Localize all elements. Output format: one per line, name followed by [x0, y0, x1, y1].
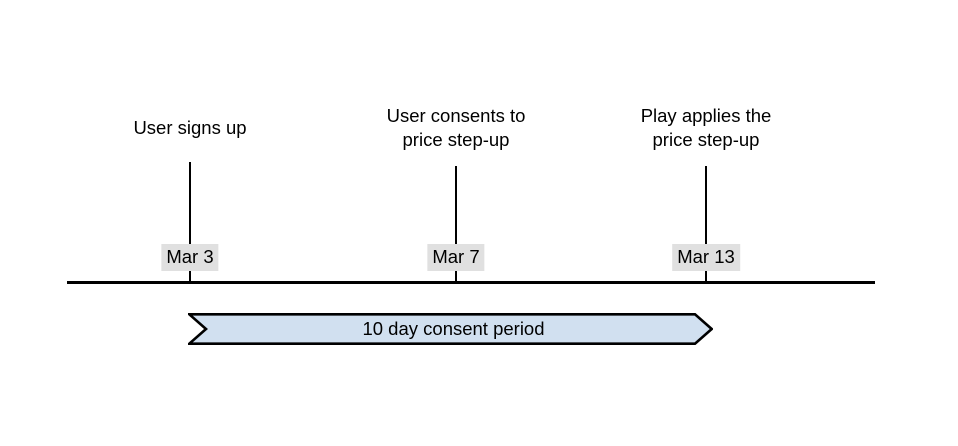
event-caption-consent: User consents to price step-up [387, 104, 526, 152]
event-caption-line: Play applies the [640, 105, 772, 126]
event-caption-line: User signs up [133, 117, 247, 138]
event-stem-consent [454, 166, 458, 282]
event-date-signup: Mar 3 [161, 244, 219, 271]
consent-period-banner[interactable]: 10 day consent period [188, 313, 713, 345]
event-date-apply: Mar 13 [672, 244, 740, 271]
event-stem-apply [704, 166, 708, 282]
consent-period-arrow-shape [188, 313, 713, 345]
event-caption-line: User consents to [386, 105, 526, 126]
event-caption-apply: Play applies the price step-up [641, 104, 772, 152]
event-caption-line: price step-up [652, 129, 760, 150]
event-stem-signup [188, 162, 192, 282]
event-date-consent: Mar 7 [427, 244, 485, 271]
event-caption-signup: User signs up [133, 116, 246, 140]
timeline-axis [67, 281, 875, 284]
consent-period-label: 10 day consent period [362, 318, 545, 339]
event-caption-line: price step-up [402, 129, 510, 150]
